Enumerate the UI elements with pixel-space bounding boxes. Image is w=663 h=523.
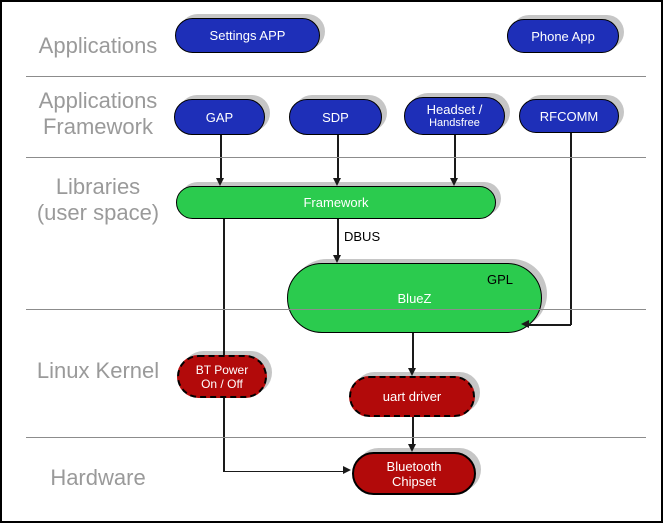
- edge-btpower-down: [223, 398, 225, 472]
- node-sdp-label: SDP: [322, 109, 349, 125]
- edge-uart-chipset: [412, 417, 414, 445]
- node-headset-label-line1: Headset /: [426, 102, 483, 117]
- node-framework-label: Framework: [303, 195, 369, 210]
- node-settings-app: Settings APP: [175, 18, 320, 53]
- node-gap-label: GAP: [205, 109, 234, 125]
- edge-framework-btpower: [223, 219, 225, 355]
- separator-kernel-hardware: [26, 437, 646, 438]
- node-uart-driver-label: uart driver: [382, 389, 442, 404]
- node-uart-driver: uart driver: [349, 376, 475, 417]
- arrowhead-sdp-framework: [333, 178, 341, 186]
- arrowhead-btpower-chipset: [343, 466, 351, 474]
- arrowhead-uart-chipset: [408, 444, 416, 452]
- arrowhead-gap-framework: [216, 178, 224, 186]
- node-settings-app-label: Settings APP: [209, 28, 286, 43]
- layer-label-hardware-text: Hardware: [50, 465, 146, 490]
- edge-btpower-chipset: [223, 470, 343, 472]
- layer-label-libraries-line1: Libraries: [55, 174, 141, 199]
- node-sdp: SDP: [289, 99, 382, 135]
- layer-label-linux-kernel: Linux Kernel: [2, 358, 194, 384]
- arrowhead-framework-bluez: [333, 255, 341, 263]
- edge-rfcomm-bluez-vertical: [570, 133, 572, 325]
- layer-label-hardware: Hardware: [2, 465, 194, 491]
- separator-applications-framework: [26, 76, 646, 77]
- layer-label-applications-framework-line1: Applications: [38, 88, 158, 113]
- layer-label-applications-text: Applications: [38, 33, 158, 58]
- layer-label-applications: Applications: [2, 33, 194, 59]
- node-phone-app-label: Phone App: [531, 28, 595, 44]
- node-phone-app: Phone App: [507, 19, 619, 53]
- gpl-badge: GPL: [486, 272, 513, 287]
- node-bluetooth-chipset-label-line1: Bluetooth: [386, 458, 442, 474]
- node-bluetooth-chipset: Bluetooth Chipset: [352, 452, 476, 495]
- node-bt-power-label-line1: BT Power: [195, 362, 249, 377]
- layer-label-libraries: Libraries (user space): [2, 174, 194, 226]
- node-headset-label-line2: Handsfree: [429, 117, 480, 129]
- node-bt-power: BT Power On / Off: [177, 355, 267, 398]
- layer-label-applications-framework: Applications Framework: [2, 88, 194, 140]
- arrowhead-rfcomm-bluez: [521, 320, 529, 328]
- separator-framework-libraries: [26, 157, 646, 158]
- node-rfcomm: RFCOMM: [519, 99, 619, 133]
- layer-label-applications-framework-line2: Framework: [42, 114, 153, 139]
- node-rfcomm-label: RFCOMM: [539, 108, 599, 124]
- arrowhead-headset-framework: [450, 178, 458, 186]
- node-bluetooth-chipset-label-line2: Chipset: [391, 473, 437, 489]
- arrowhead-bluez-uart: [408, 368, 416, 376]
- node-bluez-label: BlueZ: [397, 290, 432, 306]
- layer-label-linux-kernel-text: Linux Kernel: [36, 358, 160, 383]
- node-headset-handsfree: Headset / Handsfree: [404, 97, 505, 135]
- separator-libraries-kernel: [26, 309, 646, 310]
- dbus-label: DBUS: [344, 229, 381, 244]
- layer-label-libraries-line2: (user space): [36, 200, 160, 225]
- node-gap: GAP: [174, 99, 265, 135]
- edge-framework-bluez-dbus: [337, 219, 339, 256]
- node-bt-power-label-line2: On / Off: [201, 376, 243, 391]
- node-bluez: BlueZ GPL: [287, 263, 542, 333]
- edge-rfcomm-bluez-horizontal: [529, 324, 571, 326]
- node-framework: Framework: [176, 186, 496, 219]
- edge-bluez-uart: [412, 333, 414, 369]
